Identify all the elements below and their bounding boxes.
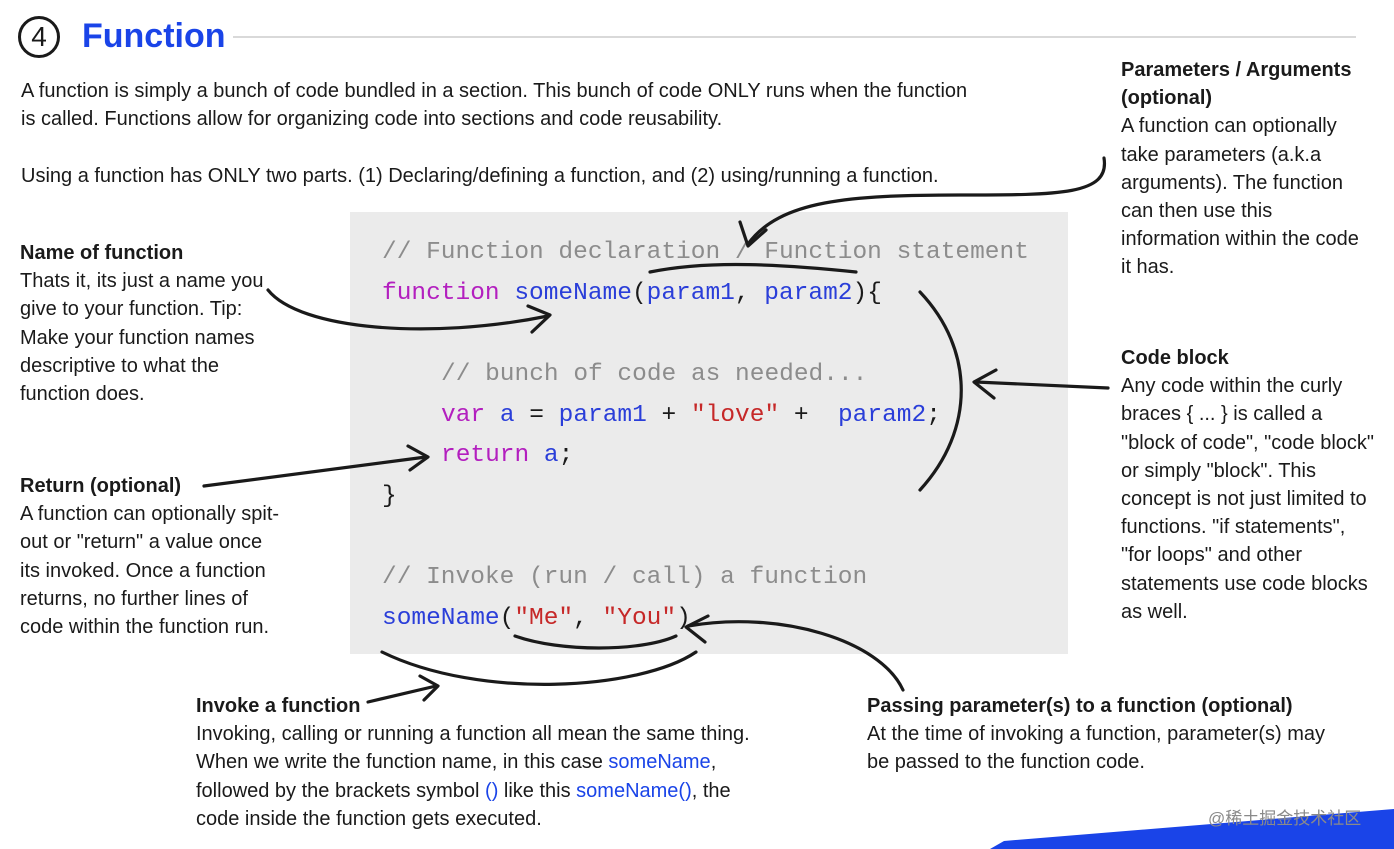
code-line-var: var a = param1 + "love" + param2;: [441, 396, 941, 437]
code-param: param1: [646, 280, 735, 307]
code-punct: (: [499, 605, 515, 632]
code-comment-body: // bunch of code as needed...: [441, 361, 868, 388]
note-code-block: Code block Any code within the curly bra…: [1121, 344, 1376, 626]
code-keyword: function: [382, 280, 500, 307]
code-keyword: var: [441, 402, 486, 429]
note-invoke: Invoke a function Invoking, calling or r…: [196, 692, 756, 833]
note-highlight: someName: [608, 751, 711, 774]
code-punct: ,: [573, 605, 603, 632]
code-punct: =: [514, 402, 559, 429]
code-param: param2: [837, 402, 927, 429]
note-heading: Passing parameter(s) to a function (opti…: [867, 695, 1293, 717]
invoke-underline: [380, 650, 698, 686]
note-body: , the code inside the function gets exec…: [196, 779, 731, 830]
code-comment-declaration: // Function declaration / Function state…: [382, 239, 1029, 266]
page-title: Function: [82, 17, 226, 55]
code-function-name: someName: [514, 280, 632, 307]
code-string: "You": [602, 605, 677, 632]
note-heading: Parameters / Arguments (optional): [1121, 59, 1352, 110]
note-heading: Code block: [1121, 347, 1229, 369]
note-highlight: someName(): [576, 779, 692, 802]
note-heading: Name of function: [20, 242, 184, 264]
note-body: A function can optionally take parameter…: [1121, 115, 1359, 279]
code-close-brace: }: [382, 483, 397, 510]
note-passing-parameters: Passing parameter(s) to a function (opti…: [867, 692, 1347, 777]
code-keyword: return: [441, 442, 530, 469]
note-name-of-function: Name of function Thats it, its just a na…: [20, 239, 285, 408]
code-param: param1: [558, 402, 647, 429]
intro-paragraph-1: A function is simply a bunch of code bun…: [21, 80, 968, 130]
code-variable: a: [499, 402, 515, 429]
watermark: @稀土掘金技术社区: [1208, 809, 1362, 828]
code-line-function-signature: function someName(param1, param2){: [382, 274, 882, 315]
note-heading: Invoke a function: [196, 695, 361, 717]
code-line-invoke: someName("Me", "You"): [382, 599, 691, 640]
section-number-badge: 4: [18, 16, 60, 58]
code-punct: ;: [558, 442, 574, 469]
code-line-return: return a;: [441, 436, 573, 477]
code-variable: a: [543, 442, 559, 469]
code-string: "love": [690, 402, 780, 429]
code-string: "Me": [514, 605, 574, 632]
code-comment-invoke: // Invoke (run / call) a function: [382, 564, 868, 591]
code-punct: +: [779, 402, 838, 429]
note-heading: Return (optional): [20, 475, 182, 497]
code-punct: ,: [734, 280, 765, 307]
note-body: Thats it, its just a name you give to yo…: [20, 270, 264, 406]
code-punct: ): [676, 605, 691, 632]
note-body: A function can optionally spit-out or "r…: [20, 503, 280, 639]
note-parameters: Parameters / Arguments (optional) A func…: [1121, 56, 1371, 282]
note-highlight: (): [485, 779, 499, 802]
note-body: , followed by the brackets symbol: [196, 751, 717, 802]
code-punct: ;: [926, 402, 941, 429]
code-punct: ){: [852, 280, 882, 307]
note-body: Any code within the curly braces { ... }…: [1121, 375, 1374, 623]
code-param: param2: [764, 280, 853, 307]
code-function-name: someName: [382, 605, 500, 632]
note-body: At the time of invoking a function, para…: [867, 723, 1325, 774]
code-punct: (: [631, 280, 647, 307]
note-return: Return (optional) A function can optiona…: [20, 472, 285, 641]
title-divider: [233, 36, 1356, 38]
intro-paragraph-2: Using a function has ONLY two parts. (1)…: [21, 165, 939, 187]
footer-accent-bar: [990, 809, 1394, 849]
note-body: like this: [498, 779, 577, 802]
code-punct: +: [646, 402, 691, 429]
note-body: Invoking, calling or running a function …: [196, 723, 750, 774]
